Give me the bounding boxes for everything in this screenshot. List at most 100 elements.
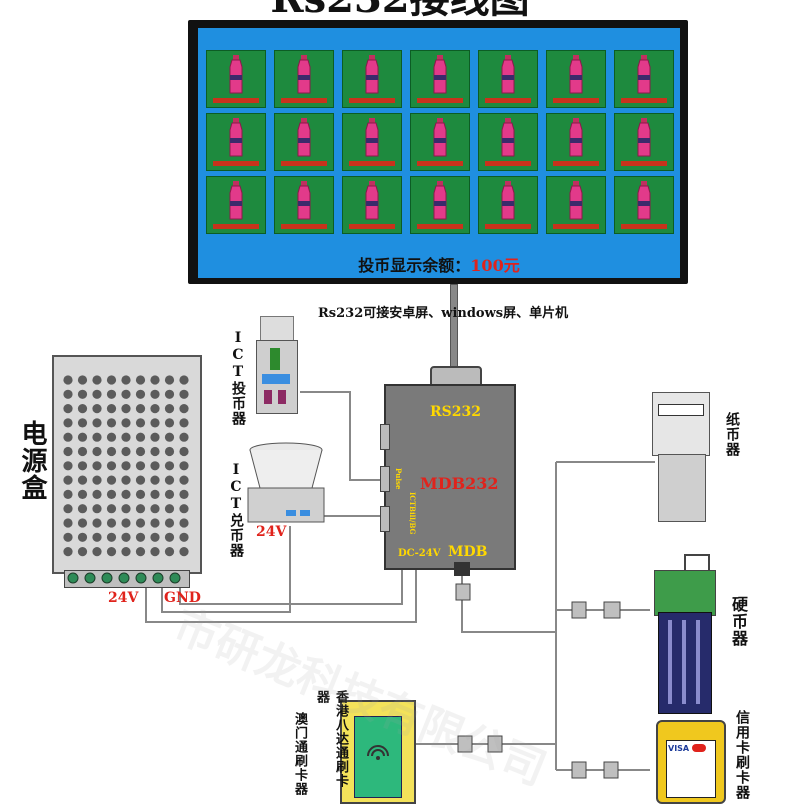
vent-hole (77, 532, 88, 542)
product-slot (614, 113, 674, 171)
ict-coin-acceptor-label: ICT投币器 (230, 330, 246, 426)
rs232-port-label: RS232 (430, 404, 481, 420)
bottle-icon (569, 181, 583, 220)
vent-hole (121, 446, 131, 457)
mdb-port-label: MDB (448, 544, 488, 560)
vent-hole (106, 504, 117, 514)
mdb232-controller (384, 384, 516, 570)
product-slot (274, 176, 334, 234)
slot-shelf (621, 161, 667, 166)
vent-hole (135, 518, 146, 528)
product-slot (410, 50, 470, 108)
vent-hole (106, 475, 117, 485)
vent-hole (150, 389, 160, 399)
octopus-label: 香港八达通刷卡器 (314, 690, 348, 788)
bottle-icon (433, 55, 447, 94)
slot-shelf (485, 98, 531, 103)
product-slot (410, 113, 470, 171)
slot-shelf (485, 224, 531, 229)
vent-hole (179, 461, 189, 471)
bottle-icon (501, 181, 515, 220)
vent-hole (135, 404, 146, 414)
vent-hole (121, 504, 131, 514)
vent-hole (92, 375, 102, 385)
vent-hole (150, 475, 160, 485)
vent-hole (106, 432, 117, 442)
vent-hole (150, 404, 160, 414)
vent-hole (92, 518, 102, 528)
balance-text: 投币显示余额：100元 (198, 252, 680, 276)
vent-hole (121, 518, 131, 528)
slot-shelf (213, 161, 259, 166)
vent-hole (92, 418, 102, 428)
product-slot (546, 176, 606, 234)
product-slot (342, 176, 402, 234)
bottle-icon (637, 181, 651, 220)
balance-label: 投币显示余额： (358, 256, 471, 275)
vent-hole (92, 532, 102, 542)
vent-hole (106, 404, 117, 414)
vent-hole (164, 547, 175, 557)
vent-hole (179, 432, 189, 442)
vent-hole (92, 461, 102, 471)
vent-hole (92, 504, 102, 514)
vent-hole (92, 432, 102, 442)
vent-hole (135, 489, 146, 499)
vent-hole (121, 404, 131, 414)
product-slot (410, 176, 470, 234)
vent-hole (164, 404, 175, 414)
vent-hole (106, 532, 117, 542)
vent-hole (77, 504, 88, 514)
macau-label: 澳门通刷卡器 (292, 712, 307, 796)
vent-hole (179, 475, 189, 485)
product-slot (274, 50, 334, 108)
bottle-icon (637, 55, 651, 94)
vent-hole (135, 432, 146, 442)
vent-hole (164, 389, 175, 399)
vent-hole (150, 532, 160, 542)
vent-hole (77, 418, 88, 428)
product-slot (546, 50, 606, 108)
vent-hole (150, 489, 160, 499)
vent-hole (121, 432, 131, 442)
slot-shelf (281, 161, 327, 166)
vent-hole (106, 461, 117, 471)
bottle-icon (569, 118, 583, 157)
vent-hole (121, 475, 131, 485)
bottle-icon (229, 118, 243, 157)
bill-port-label: ICTBill/BG (408, 492, 417, 535)
vent-hole (121, 389, 131, 399)
vent-hole (106, 518, 117, 528)
terminal-screw (118, 572, 130, 584)
ict-hopper-label: ICT兑币器 (228, 462, 244, 558)
slot-shelf (281, 224, 327, 229)
bill-acceptor-label: 纸币器 (724, 412, 740, 457)
rs232-link-label: Rs232可接安卓屏、windows屏、单片机 (318, 306, 569, 321)
vent-hole (63, 489, 73, 499)
pulse-port-label: Pulse (394, 468, 403, 490)
slot-shelf (417, 98, 463, 103)
slot-shelf (213, 98, 259, 103)
credit-card-reader: VISA (656, 720, 726, 804)
page-title: Rs232接线图 (170, 0, 630, 24)
vent-hole (150, 432, 160, 442)
vent-hole (179, 489, 189, 499)
vent-hole (150, 504, 160, 514)
credit-card-label: 信用卡刷卡器 (734, 710, 750, 800)
vent-hole (164, 504, 175, 514)
vent-hole (63, 446, 73, 457)
vent-hole (63, 475, 73, 485)
vent-hole (135, 504, 146, 514)
vent-hole (92, 389, 102, 399)
product-slot (546, 113, 606, 171)
vent-hole (121, 532, 131, 542)
slot-shelf (553, 224, 599, 229)
vent-hole (77, 404, 88, 414)
vent-hole (121, 547, 131, 557)
vent-hole (92, 547, 102, 557)
slot-shelf (417, 224, 463, 229)
slot-shelf (213, 224, 259, 229)
vent-hole (179, 375, 189, 385)
vent-hole (179, 389, 189, 399)
product-slot (342, 113, 402, 171)
